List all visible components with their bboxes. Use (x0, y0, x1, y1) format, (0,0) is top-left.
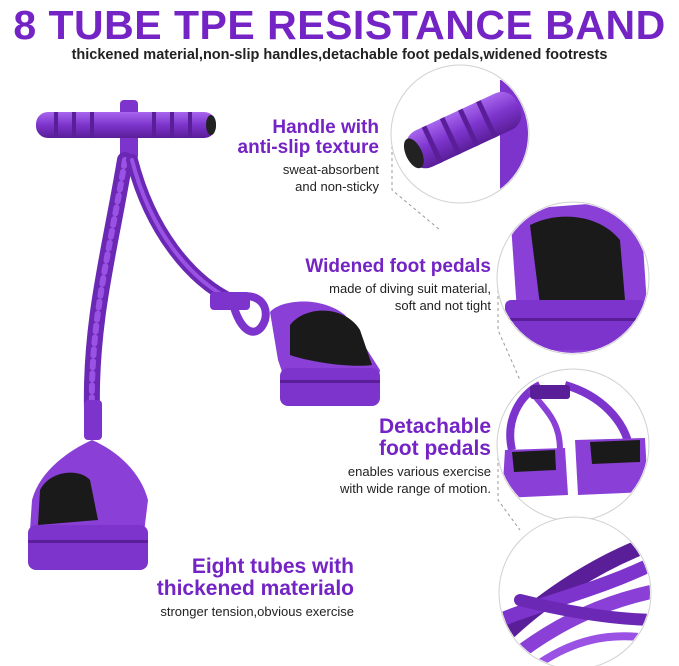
twisted-tubes (83, 152, 238, 418)
feature-eight-tubes-title: Eight tubes with thickened materialo (156, 555, 354, 601)
feature-handle-desc: sweat-absorbent and non-sticky (282, 161, 379, 194)
detachable-pedals-detail-image (496, 368, 650, 522)
foot-pedal-right (210, 292, 380, 406)
feature-detachable-pedals: Detachable foot pedals enables various e… (271, 415, 491, 498)
feature-detachable-pedals-title: Detachable foot pedals (378, 415, 491, 461)
main-handle (36, 100, 216, 160)
feature-widened-pedals-desc: made of diving suit material, soft and n… (329, 280, 491, 313)
feature-handle: Handle with anti-slip texture sweat-abso… (179, 118, 379, 196)
handle-detail-image (390, 64, 530, 204)
connector-lines (391, 134, 521, 531)
feature-handle-title: Handle with anti-slip texture (237, 117, 379, 158)
feature-eight-tubes: Eight tubes with thickened materialo str… (94, 555, 354, 621)
feature-widened-pedals: Widened foot pedals made of diving suit … (231, 257, 491, 315)
page-title: 8 TUBE TPE RESISTANCE BAND (13, 2, 666, 48)
feature-detachable-pedals-desc: enables various exercise with wide range… (339, 464, 491, 496)
foot-pedal-left (28, 400, 148, 570)
feature-widened-pedals-title: Widened foot pedals (305, 256, 491, 277)
page-subtitle: thickened material,non-slip handles,deta… (71, 47, 608, 63)
tubes-detail-image (498, 516, 652, 666)
foot-pedal-detail-image (496, 201, 650, 355)
feature-eight-tubes-desc: stronger tension,obvious exercise (160, 604, 354, 620)
